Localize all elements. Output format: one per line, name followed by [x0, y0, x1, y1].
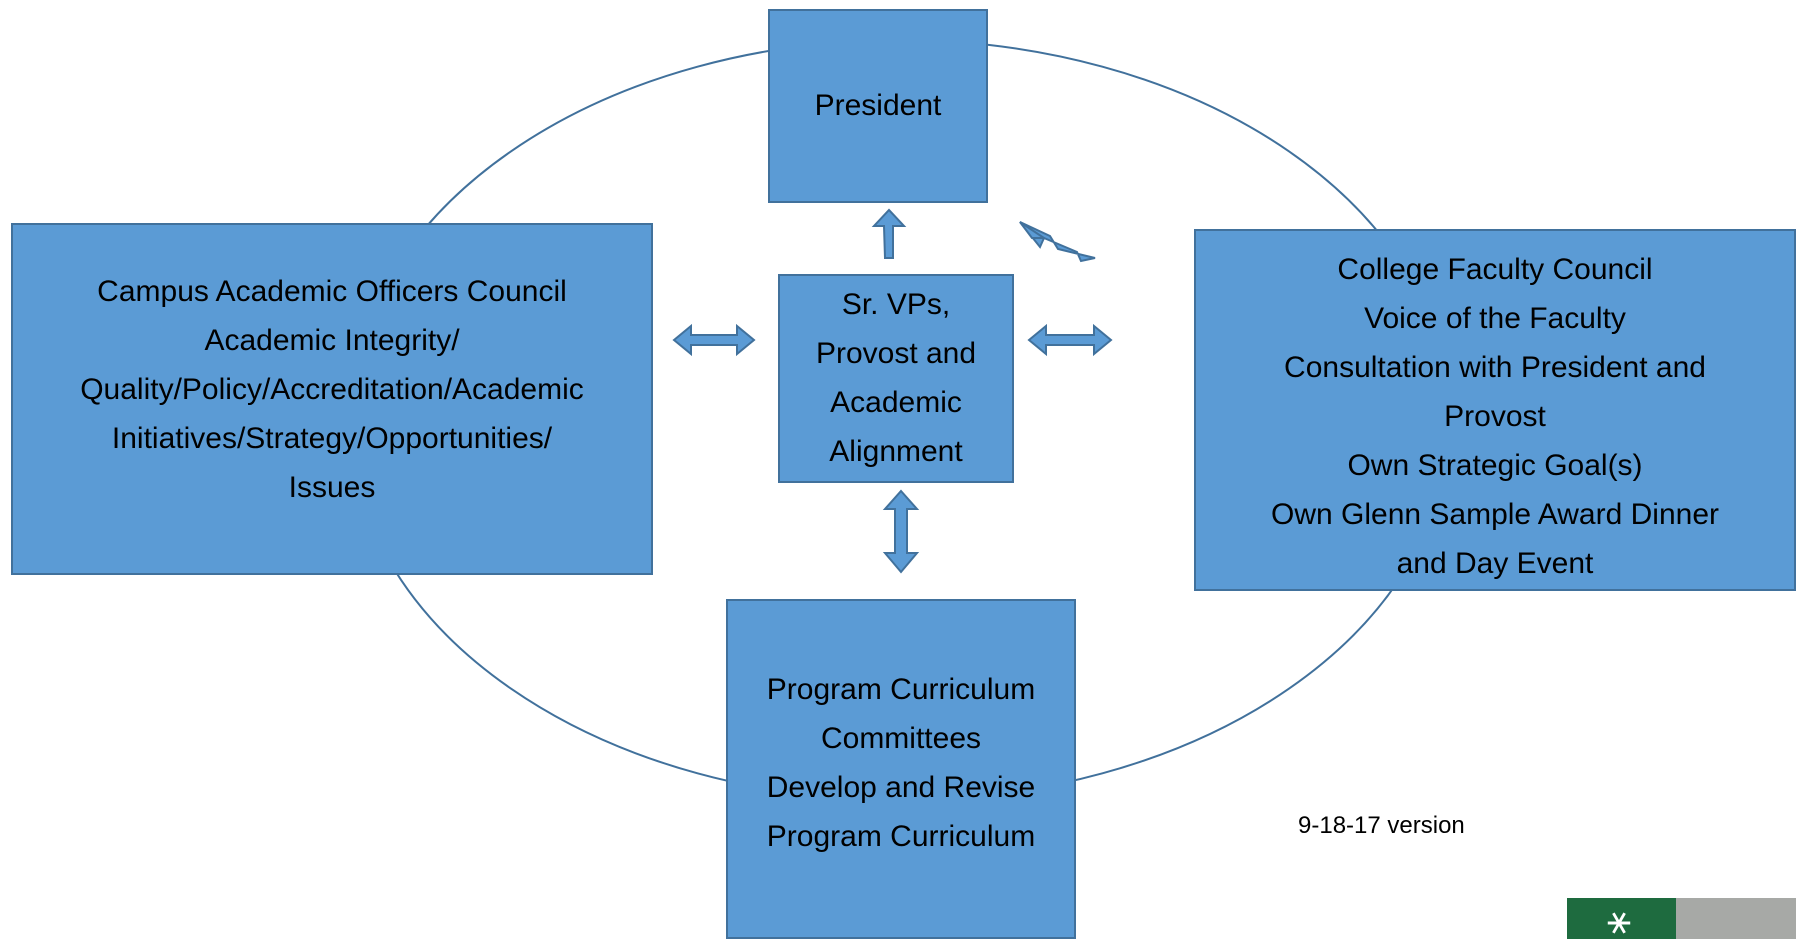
arrow-left-to-center: [672, 323, 756, 357]
box-text-line: President: [814, 89, 942, 122]
box-text-line: Consultation with President and: [1284, 351, 1706, 384]
box-text-line: Issues: [288, 471, 376, 504]
arrow-center-to-president: [871, 208, 907, 259]
box-text-line: College Faculty Council: [1337, 253, 1653, 286]
box-text-line: Campus Academic Officers Council: [97, 275, 567, 308]
arrow-center-to-right: [1027, 323, 1113, 357]
box-text-line: and Day Event: [1396, 547, 1594, 580]
box-text-line: Develop and Revise: [766, 771, 1036, 804]
box-text-line: Committees: [820, 722, 982, 755]
arrow-president-to-right: [1019, 221, 1096, 263]
version-note: 9-18-17 version: [1298, 812, 1465, 839]
box-text-line: Provost and: [815, 337, 977, 370]
box-text-line: Quality/Policy/Accreditation/Academic: [80, 373, 584, 406]
box-text-line: Voice of the Faculty: [1364, 302, 1626, 335]
institution-logo: ⚹ IV: [1567, 897, 1796, 943]
logo-grey-panel: IV: [1676, 898, 1796, 939]
box-text-line: Own Strategic Goal(s): [1347, 449, 1643, 482]
box-text-line: Program Curriculum: [766, 820, 1036, 853]
logo-mark-icon: ⚹: [1607, 897, 1631, 943]
logo-green-panel: ⚹: [1567, 897, 1676, 943]
arrow-center-to-bottom: [882, 489, 920, 574]
box-text-line: Sr. VPs,: [841, 288, 951, 321]
box-text-line: Academic Integrity/: [204, 324, 460, 357]
box-text-line: Alignment: [829, 435, 963, 468]
president-box: President: [768, 9, 988, 203]
box-text-line: Program Curriculum: [766, 673, 1036, 706]
box-text-line: Initiatives/Strategy/Opportunities/: [111, 422, 553, 455]
box-text-line: Own Glenn Sample Award Dinner: [1270, 498, 1719, 531]
box-text-line: Provost: [1444, 400, 1546, 433]
box-text-line: Academic: [830, 386, 962, 419]
